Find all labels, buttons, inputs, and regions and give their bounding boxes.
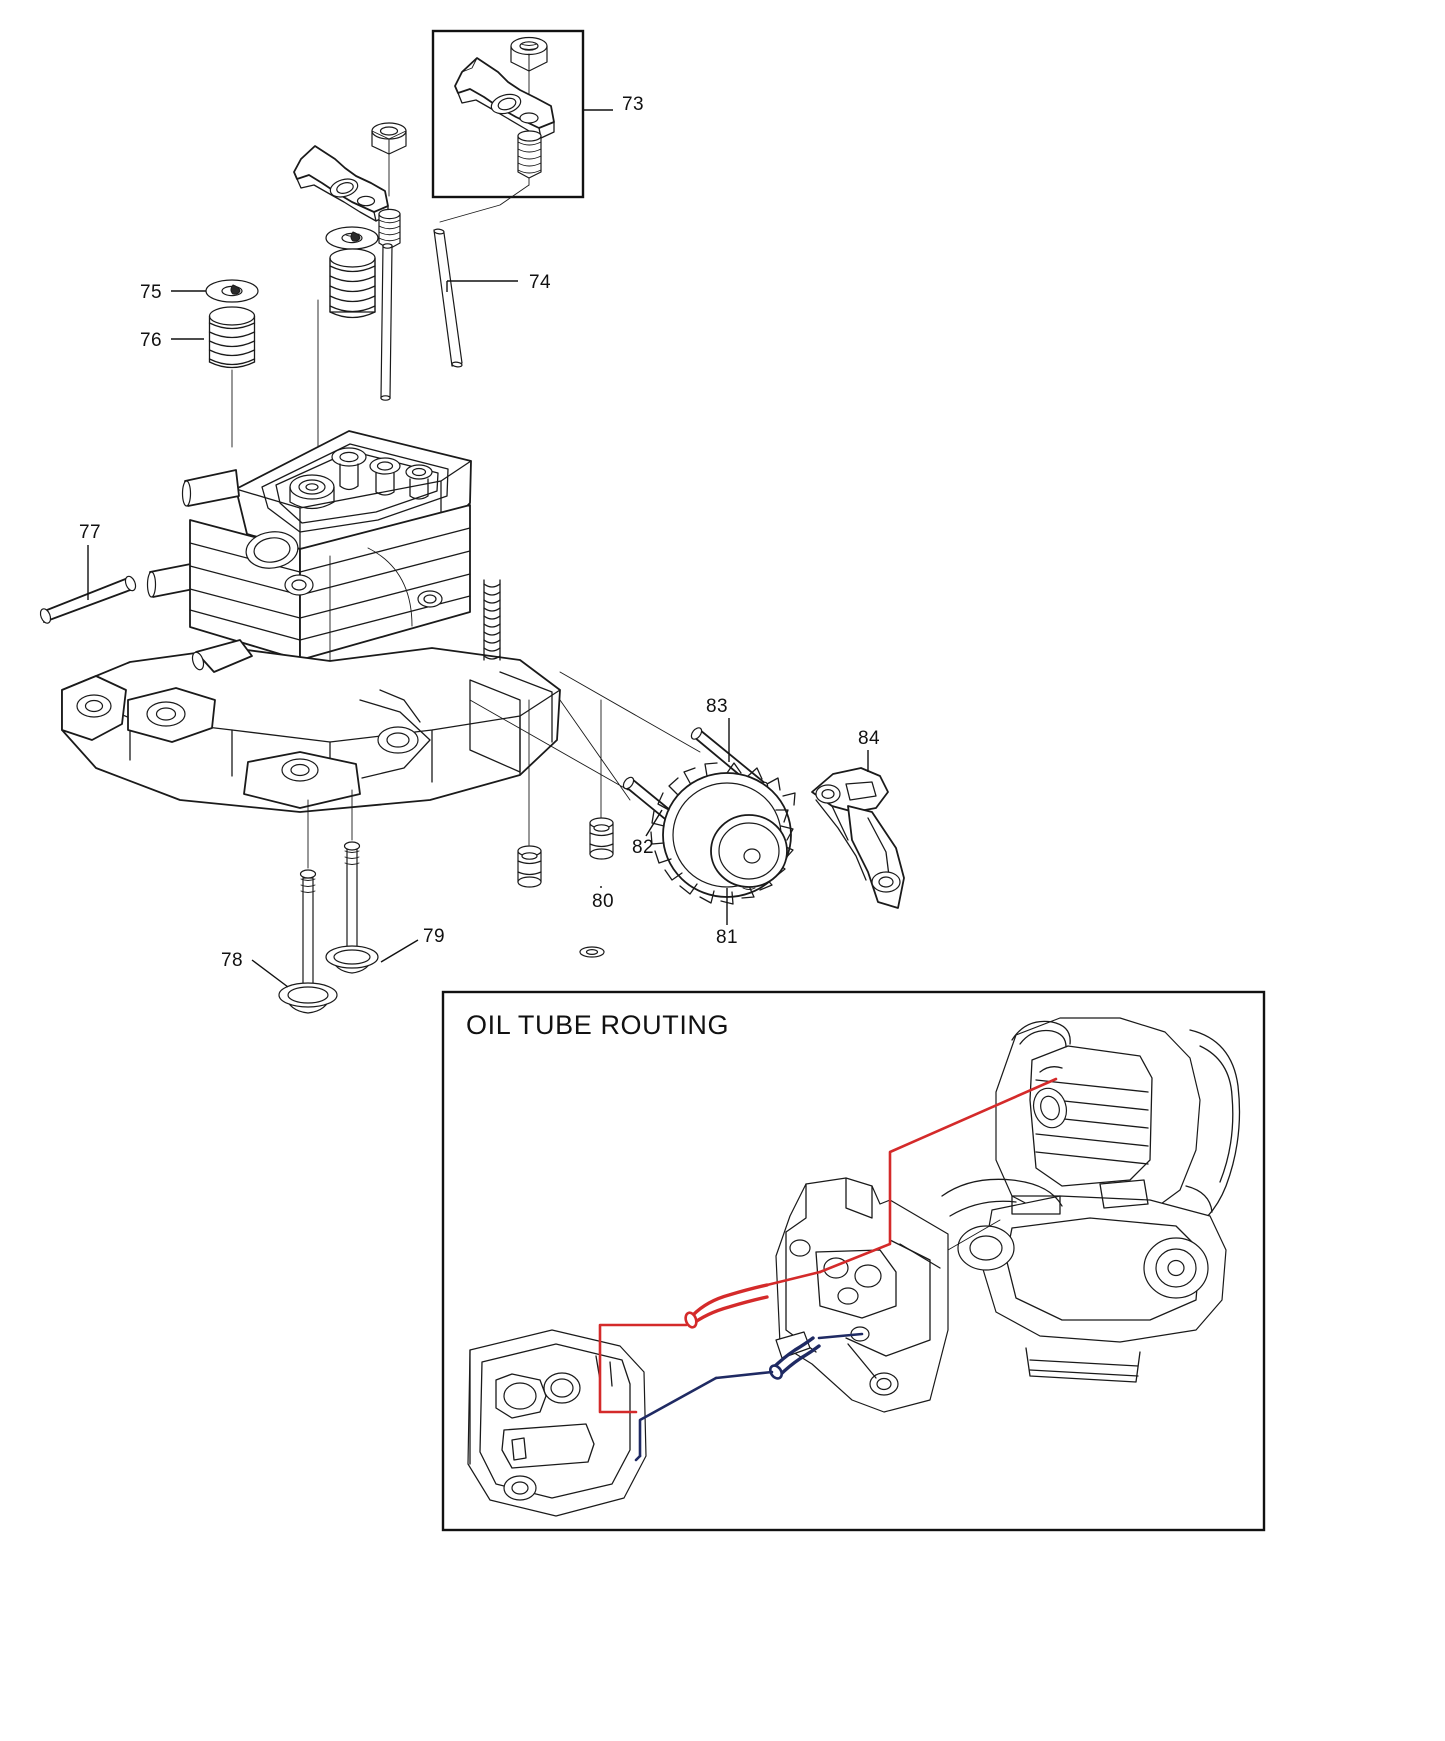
seal-washer: [579, 946, 605, 958]
oil-tube-routing-title: OIL TUBE ROUTING: [466, 1010, 730, 1040]
crankcase-housing: [61, 579, 561, 813]
valve-stem-seal-b: [589, 817, 614, 860]
oil-tube-routing-panel: [441, 990, 1266, 1532]
callout-76: 76: [140, 330, 162, 351]
camshaft-gear-81: [650, 762, 796, 905]
cylinder-block-fins: [189, 504, 471, 669]
oil-routing-bracket: [775, 1177, 949, 1413]
valve-stem-seal-a: [517, 845, 542, 888]
callout-75: 75: [140, 282, 162, 303]
rocker-arm-main: [293, 122, 407, 250]
callout-79: 79: [423, 926, 445, 947]
rocker-arm-detail-body: [454, 57, 555, 139]
valve-spring-center: [329, 248, 376, 319]
callout-83: 83: [706, 696, 728, 717]
valve-spring-left: [208, 306, 256, 369]
oil-tube-supply-red: [598, 1077, 1058, 1414]
callout-80: 80: [592, 891, 614, 912]
adjusting-screw-detail: [517, 130, 542, 179]
callout-78: 78: [221, 950, 243, 971]
callout-73: 73: [622, 94, 644, 115]
oil-tube-return-blue: [634, 1332, 864, 1462]
oil-routing-air-cleaner: [467, 1329, 647, 1517]
exhaust-valve-79: [325, 841, 379, 974]
callout-leaders: [87, 280, 869, 988]
callout-77: 77: [79, 522, 101, 543]
callout-84: 84: [858, 728, 880, 749]
rocker-lock-nut: [371, 122, 407, 155]
valve-retainer-left: [205, 279, 259, 303]
push-rod-left: [380, 243, 393, 401]
callout-74: 74: [529, 272, 551, 293]
governor-bracket-84: [811, 767, 905, 909]
callout-81: 81: [716, 927, 738, 948]
oil-routing-engine-block: [941, 1017, 1241, 1383]
push-rod-right: [433, 228, 463, 368]
rocker-adjusting-screw: [378, 208, 401, 250]
callout-82: 82: [632, 837, 654, 858]
valve-retainer-center: [325, 226, 379, 250]
intake-valve-78: [278, 869, 338, 1014]
rocker-arm-detail-inset: [431, 29, 613, 223]
